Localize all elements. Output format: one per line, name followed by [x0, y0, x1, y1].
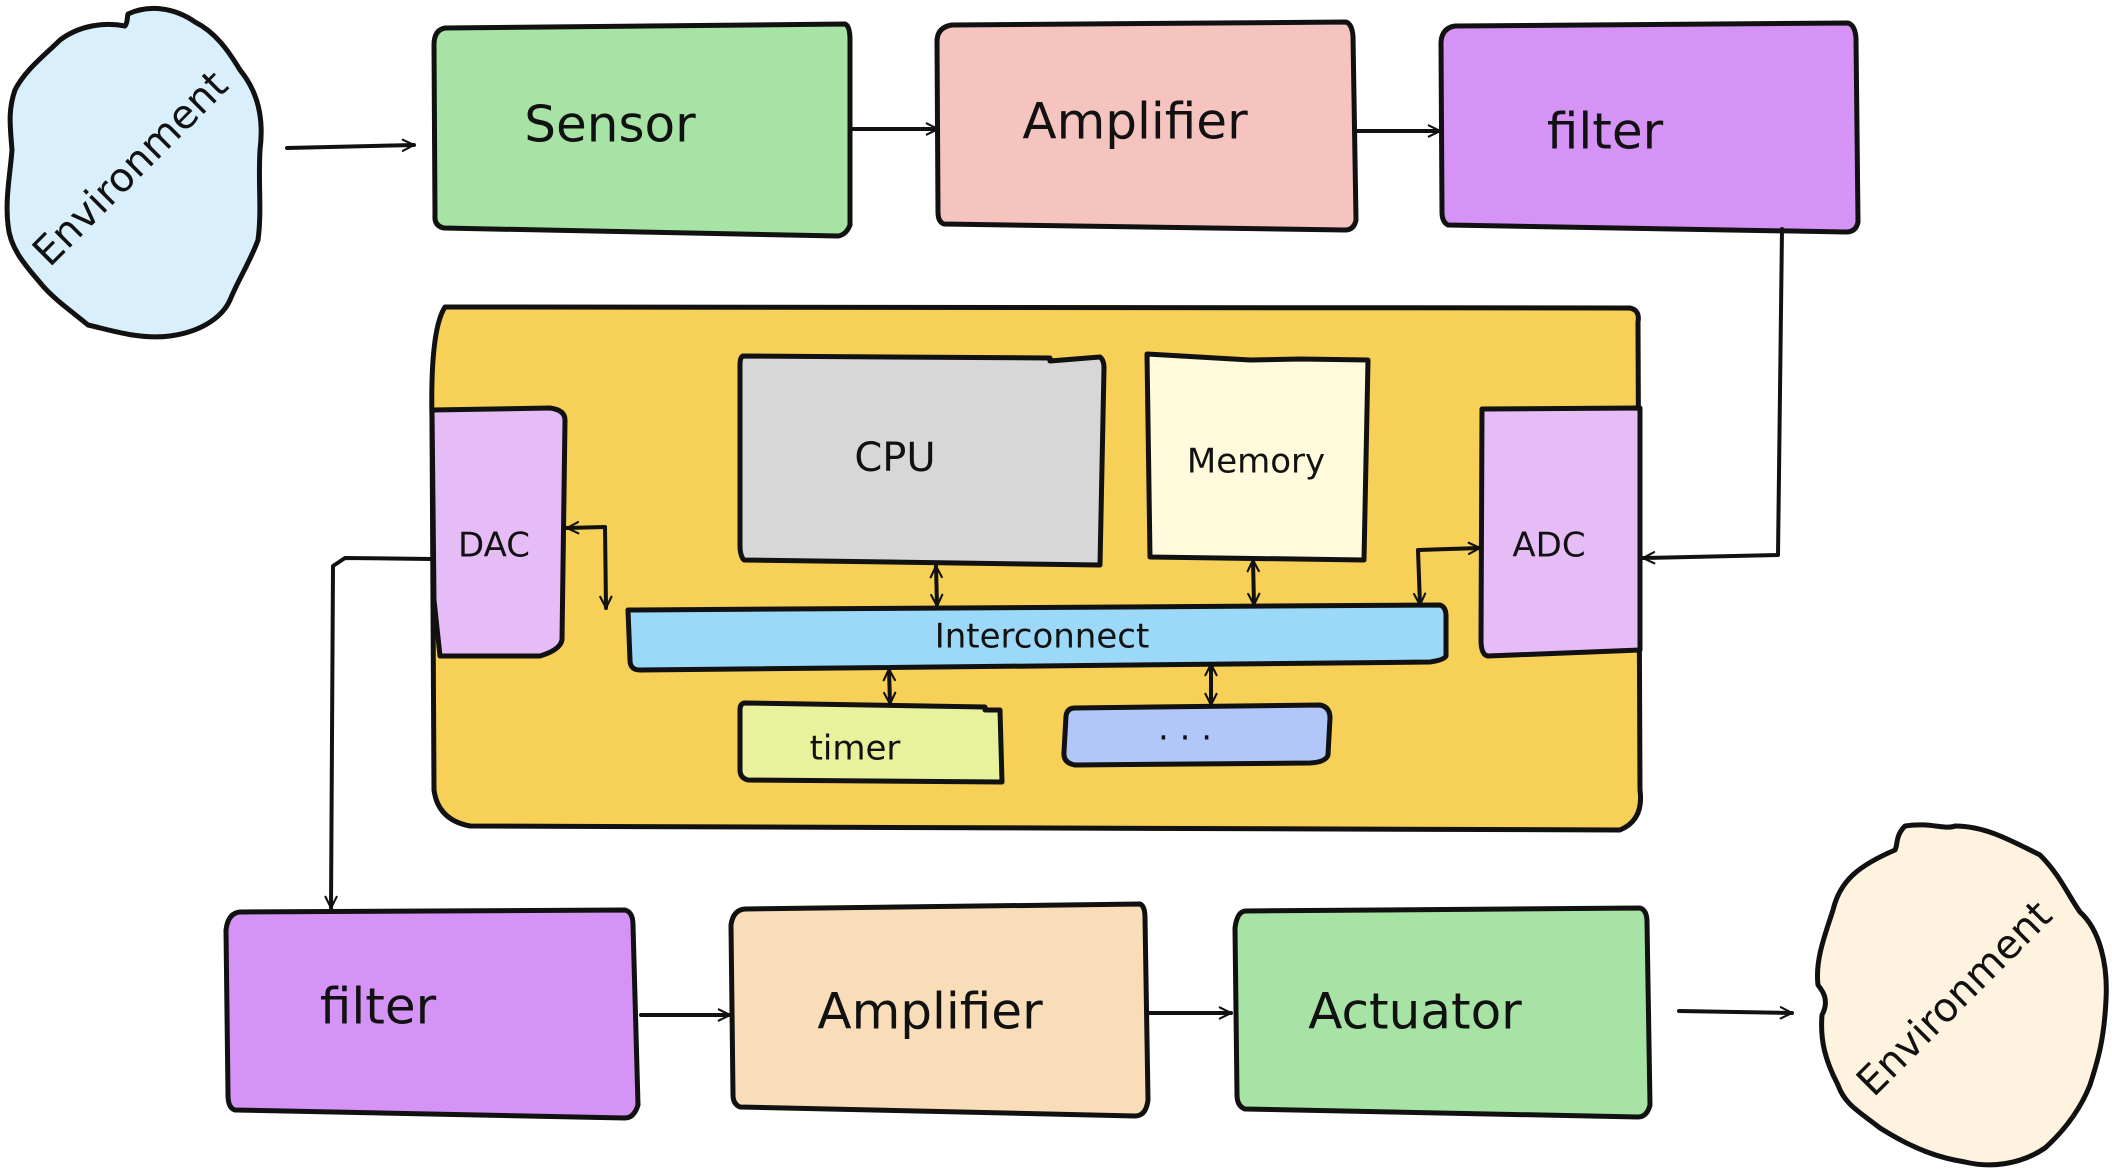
other-peripheral-shape — [1061, 702, 1333, 768]
adc-block: ADC — [1478, 405, 1643, 659]
interconnect-label: Interconnect — [935, 617, 1150, 657]
sensor-label: Sensor — [524, 96, 696, 154]
environment-output-shape — [1814, 822, 2109, 1168]
interconnect-bus: Interconnect — [625, 602, 1449, 673]
actuator-block: Actuator — [1232, 905, 1653, 1120]
dac-block: DAC — [429, 405, 568, 659]
arrow-dac-to-filter — [324, 556, 434, 910]
memory-label: Memory — [1187, 442, 1325, 482]
link-adc-interconnect — [1412, 541, 1482, 607]
timer-shape — [737, 700, 1005, 785]
cpu-label: CPU — [854, 435, 935, 481]
link-cpu-interconnect — [929, 564, 944, 608]
cpu-shape — [737, 353, 1107, 568]
memory-block: Memory — [1144, 351, 1371, 563]
filter-output-label: filter — [320, 978, 437, 1036]
timer-block: timer — [737, 700, 1005, 785]
dac-shape — [429, 405, 568, 659]
environment-input-cloud: Environment — [4, 6, 264, 340]
amplifier-output-block: Amplifier — [728, 901, 1151, 1119]
environment-input-shape — [4, 6, 264, 340]
filter-output-shape — [223, 907, 641, 1121]
link-memory-interconnect — [1246, 558, 1261, 607]
amplifier-input-shape — [934, 19, 1359, 233]
filter-output-block: filter — [223, 907, 641, 1121]
link-dac-interconnect — [565, 521, 613, 610]
filter-input-label: filter — [1547, 103, 1664, 161]
amplifier-output-label: Amplifier — [817, 983, 1043, 1041]
arrow-actuator-to-environment — [1677, 1006, 1794, 1020]
amplifier-output-shape — [728, 901, 1151, 1119]
interconnect-shape — [625, 602, 1449, 673]
actuator-label: Actuator — [1308, 983, 1522, 1041]
microcontroller-block: DAC CPU Memory ADC Interconnect timer . … — [429, 304, 1644, 833]
dac-label: DAC — [458, 526, 530, 566]
filter-input-block: filter — [1438, 20, 1861, 235]
amplifier-input-block: Amplifier — [934, 19, 1359, 233]
sensor-shape — [431, 21, 853, 239]
cpu-block: CPU — [737, 353, 1107, 568]
filter-input-shape — [1438, 20, 1861, 235]
other-peripheral-label: . . . — [1158, 709, 1212, 749]
link-timer-interconnect — [882, 667, 897, 706]
memory-shape — [1144, 351, 1371, 563]
actuator-shape — [1232, 905, 1653, 1120]
adc-shape — [1478, 405, 1643, 659]
other-peripheral-block: . . . — [1061, 702, 1333, 768]
adc-label: ADC — [1512, 526, 1585, 566]
amplifier-input-label: Amplifier — [1022, 93, 1248, 151]
arrow-filter-to-adc — [1641, 227, 1784, 565]
environment-output-cloud: Environment — [1814, 822, 2109, 1168]
timer-label: timer — [810, 729, 901, 769]
arrow-environment-to-sensor — [285, 138, 416, 152]
sensor-block: Sensor — [431, 21, 853, 239]
